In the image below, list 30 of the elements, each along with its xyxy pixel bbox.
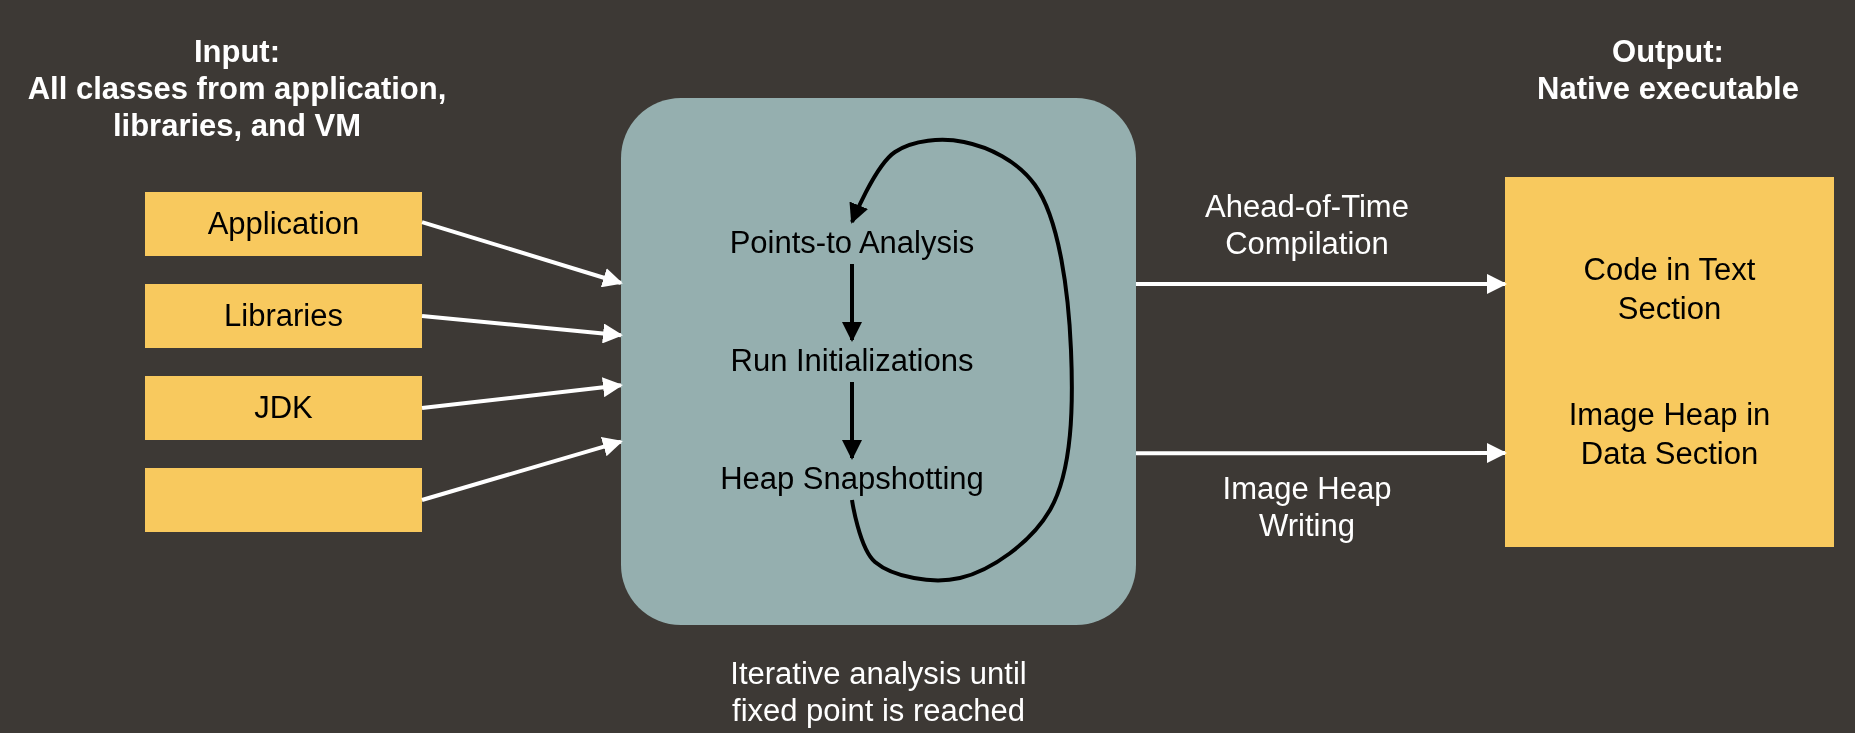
- box-label: Code in Text Section: [1582, 250, 1757, 328]
- arrow: [421, 314, 623, 344]
- component-box: [1505, 177, 1834, 547]
- arrow: [421, 377, 623, 410]
- box-label: Image Heap in Data Section: [1567, 395, 1772, 473]
- heading-text: Output:: [1611, 33, 1725, 71]
- edge-label: Ahead-of-Time Compilation: [1204, 188, 1410, 263]
- loop-arrow: [849, 137, 1074, 583]
- box-label: JDK: [254, 388, 313, 427]
- component-box: [145, 284, 422, 348]
- process-panel: [621, 98, 1136, 625]
- arrow: [842, 382, 862, 460]
- arrow: [842, 264, 862, 342]
- caption-text: Iterative analysis until fixed point is reached: [729, 655, 1028, 730]
- edge-label: Image Heap Writing: [1221, 470, 1393, 545]
- arrow: [421, 437, 623, 502]
- arrow: [1136, 443, 1507, 464]
- arrow: [421, 220, 623, 288]
- heading-text: All classes from application, libraries, and VM: [26, 70, 448, 145]
- component-box: [145, 192, 422, 256]
- component-box: [145, 376, 422, 440]
- heading-text: Input:: [192, 33, 282, 71]
- step-label: Run Initializations: [730, 341, 974, 380]
- heading-text: Native executable: [1536, 70, 1800, 108]
- box-label: Application: [207, 204, 360, 243]
- step-label: Points-to Analysis: [729, 223, 975, 262]
- box-label: Libraries: [224, 296, 343, 335]
- step-label: Heap Snapshotting: [720, 459, 984, 498]
- empty-box: [145, 468, 422, 532]
- arrow: [1136, 273, 1507, 294]
